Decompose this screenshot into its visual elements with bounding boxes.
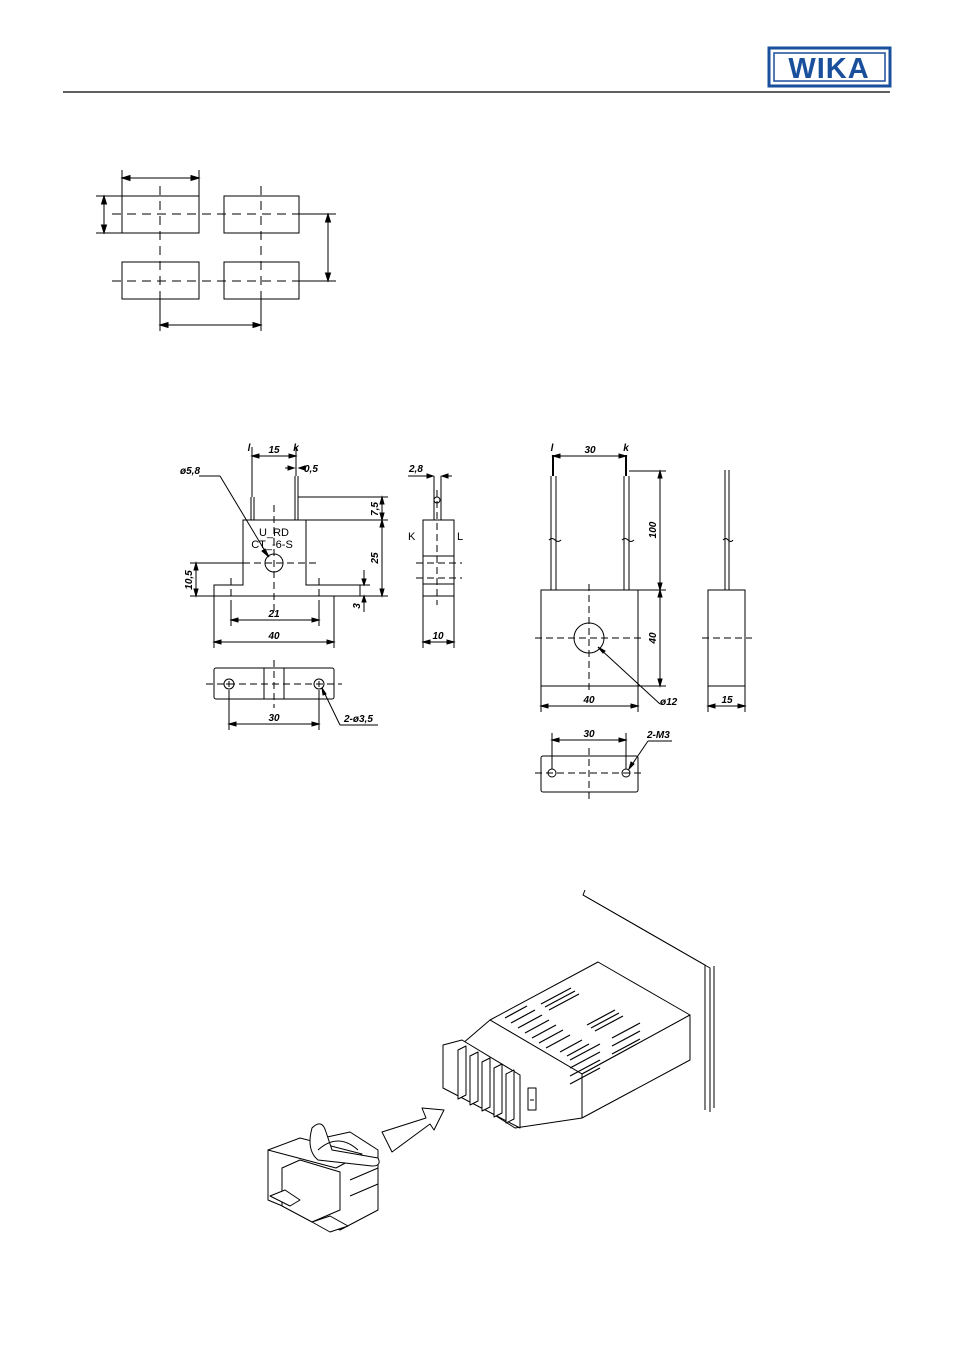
dim-7-5: 7,5 — [370, 502, 381, 516]
ct12-front-view: l k 30 100 40 — [535, 443, 678, 712]
dim-40-ct12-height: 40 — [648, 632, 659, 645]
panel-cutout-diagram — [96, 170, 336, 331]
wika-logo: WIKA — [769, 48, 890, 86]
ct12-lead-l: l — [551, 443, 554, 454]
dim-30-ct12-mount: 30 — [583, 729, 595, 740]
ct6s-model-line2: CT_-6-S — [251, 539, 293, 551]
dim-40-ct12-width: 40 — [582, 695, 595, 706]
ct6s-side-k: K — [408, 531, 416, 543]
dim-3: 3 — [352, 603, 363, 609]
ct12-side-view: 15 — [702, 470, 752, 712]
dim-hole-dia: ø5,8 — [180, 466, 200, 477]
ct6s-lead-l: l — [248, 443, 251, 454]
dim-mount-holes-ct12: 2-M3 — [646, 730, 670, 741]
controller-housing — [443, 962, 690, 1128]
dim-30-ct12-leads: 30 — [584, 445, 596, 456]
logo-text: WIKA — [788, 53, 869, 85]
dim-21: 21 — [267, 609, 280, 620]
dim-40: 40 — [267, 631, 280, 642]
mounting-illustration — [268, 890, 714, 1232]
ct6s-front-view: U_RD CT_-6-S l k 15 0,5 ø5,8 7,5 25 — [180, 443, 388, 648]
dim-30-ct6s: 30 — [268, 713, 280, 724]
ct12-lead-k: k — [623, 443, 629, 454]
ct6s-side-view: K L 2,8 10 — [408, 464, 463, 648]
ct6s-bottom-view: 30 2-ø3,5 — [206, 660, 378, 730]
dim-100: 100 — [648, 521, 659, 538]
dim-10-5: 10,5 — [184, 570, 195, 590]
ct6s-side-l: L — [457, 531, 463, 543]
dim-25: 25 — [370, 552, 381, 565]
dim-15: 15 — [268, 445, 280, 456]
dim-mount-holes-ct6s: 2-ø3,5 — [343, 714, 373, 725]
ct6s-model-line1: U_RD — [259, 527, 289, 539]
dim-2-8: 2,8 — [408, 464, 423, 475]
dim-0-5: 0,5 — [304, 464, 318, 475]
dim-10: 10 — [432, 631, 444, 642]
dim-hole-dia-ct12: ø12 — [660, 697, 678, 708]
mounting-clip — [268, 1124, 379, 1232]
dim-15-ct12: 15 — [721, 695, 733, 706]
insert-arrow — [382, 1108, 444, 1152]
ct12-bottom-view: 30 2-M3 — [535, 729, 672, 800]
